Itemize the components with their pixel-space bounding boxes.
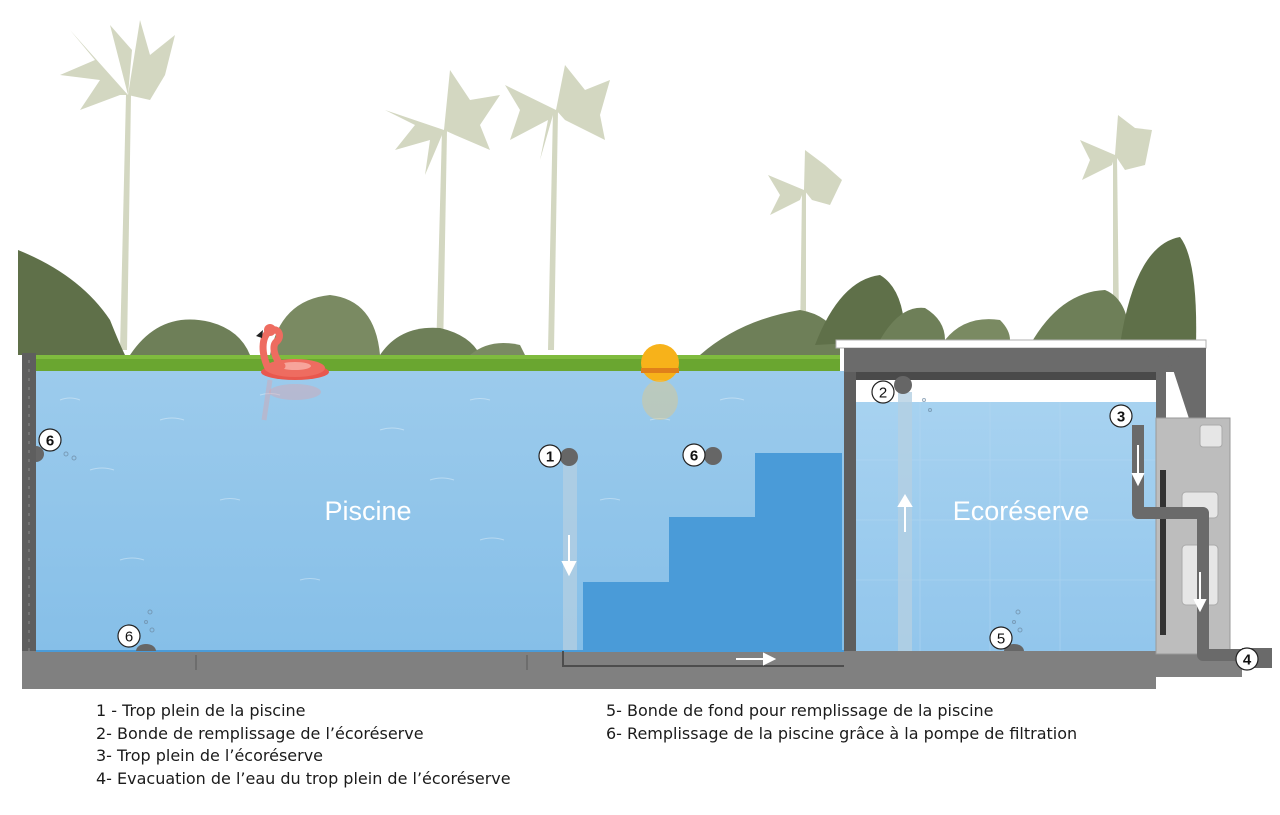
- bush-icon: [815, 275, 905, 345]
- legend-left: 1 - Trop plein de la piscine 2- Bonde de…: [96, 700, 656, 790]
- legend-item-5: 5- Bonde de fond pour remplissage de la …: [606, 701, 994, 720]
- marker-3: 3: [1117, 409, 1125, 426]
- pool-stairs: [583, 453, 842, 651]
- flamingo-float-icon: [256, 324, 329, 421]
- bush-icon: [380, 327, 480, 355]
- bush-icon: [700, 310, 840, 355]
- marker-6-stairs-circle: [682, 443, 706, 467]
- nozzle-1: [560, 448, 578, 466]
- marker-6-stairs: 6: [690, 448, 698, 465]
- bush-icon: [130, 319, 250, 355]
- marker-6-floor-circle: [117, 624, 141, 648]
- palm-tree-icon: [505, 65, 610, 350]
- palm-trees: [60, 20, 1152, 355]
- palm-tree-icon: [1080, 115, 1152, 320]
- dividing-wall: [844, 348, 856, 674]
- reserve-floor: [844, 651, 1156, 689]
- palm-tree-icon: [385, 70, 500, 355]
- marker-2: 2: [879, 385, 887, 402]
- bush-icon: [1120, 237, 1197, 345]
- pool-diagram: 6 1 6 2 3 6 5 4 Piscine Ecoréserve: [18, 20, 1272, 690]
- marker-1: 1: [546, 449, 554, 466]
- bush-icon: [270, 295, 380, 355]
- marker-5: 5: [997, 631, 1005, 648]
- marker-6-wall-circle: [38, 428, 62, 452]
- marker-4-circle: [1235, 647, 1259, 671]
- pool-label: Piscine: [324, 496, 411, 526]
- reserve-top-slab: [844, 348, 1206, 372]
- marker-6-floor: 6: [125, 629, 133, 646]
- bushes: [18, 237, 1197, 355]
- reserve-label: Ecoréserve: [953, 496, 1090, 526]
- bush-icon: [470, 342, 525, 355]
- legend-item-6: 6- Remplissage de la piscine grâce à la …: [606, 723, 1078, 743]
- legend-item-1: 1 - Trop plein de la piscine: [96, 701, 306, 720]
- pool-floor: [22, 651, 847, 689]
- legend-item-2: 2- Bonde de remplissage de l’écoréserve: [96, 723, 424, 743]
- marker-3-circle: [1109, 404, 1133, 428]
- bush-icon: [1030, 290, 1130, 345]
- buoy-ball-icon: [641, 344, 679, 420]
- pool-left-wall: [22, 353, 36, 689]
- nozzle-6-floor: [136, 644, 156, 651]
- bush-icon: [945, 319, 1010, 340]
- reserve-cover-plate: [835, 339, 1207, 349]
- marker-4: 4: [1243, 652, 1252, 669]
- nozzle-6-stairs: [704, 447, 722, 465]
- legend-item-3: 3- Trop plein de l’écoréserve: [96, 746, 324, 765]
- palm-tree-icon: [60, 20, 175, 350]
- marker-1-circle: [538, 444, 562, 468]
- marker-5-circle: [989, 626, 1013, 650]
- palm-tree-icon: [768, 150, 842, 340]
- bush-icon: [18, 250, 125, 355]
- technical-room: [1155, 417, 1231, 655]
- marker-2-circle: [871, 380, 895, 404]
- nozzle-6-wall: [36, 446, 44, 462]
- legend-item-4: 4- Evacuation de l’eau du trop plein de …: [96, 768, 511, 788]
- legend-right: 5- Bonde de fond pour remplissage de la …: [606, 700, 1246, 745]
- nozzle-2: [894, 376, 912, 394]
- bush-icon: [880, 307, 945, 340]
- arrow-icon: [561, 445, 1207, 666]
- marker-6-wall: 6: [46, 433, 54, 450]
